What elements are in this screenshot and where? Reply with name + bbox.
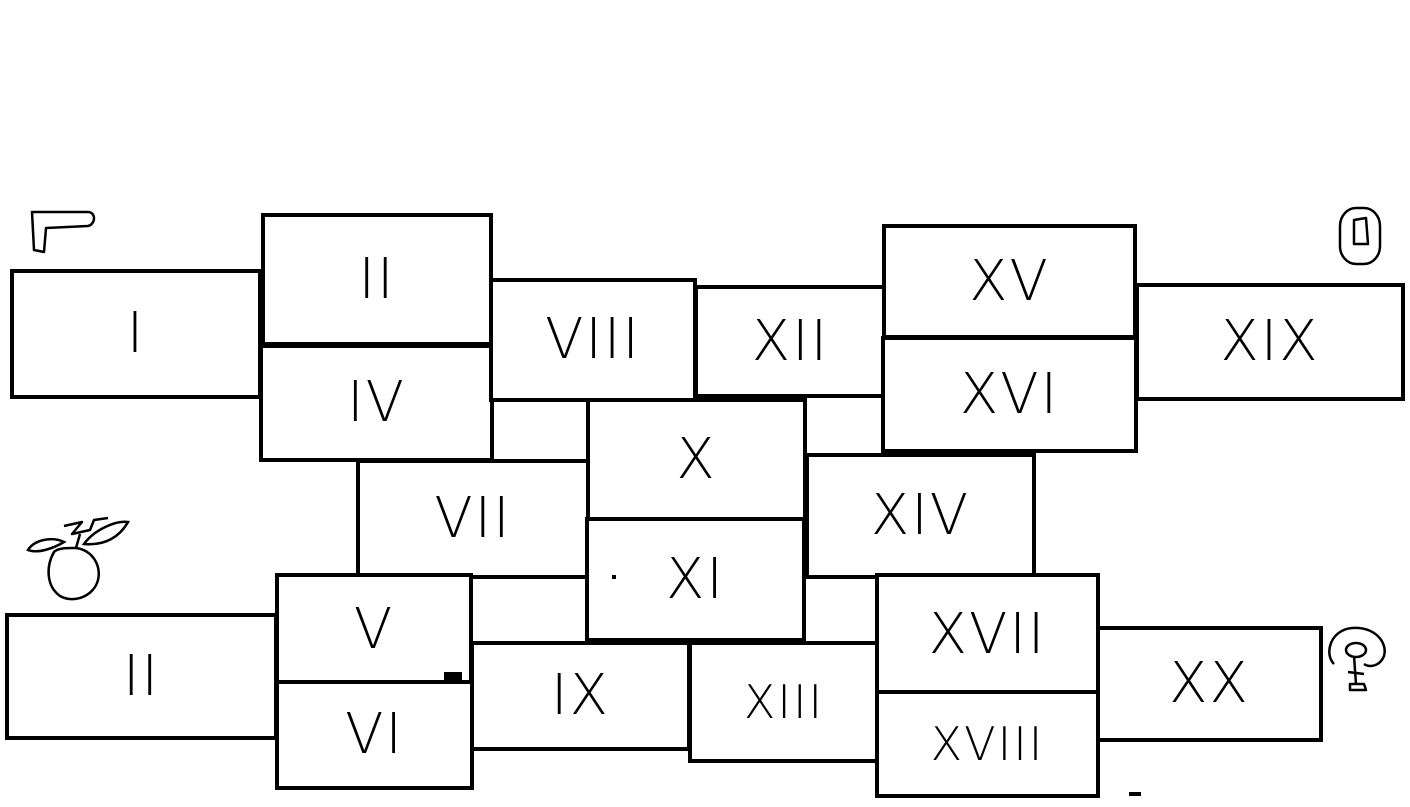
box-vi: VI [275,680,474,790]
box-label: X [676,426,717,492]
box-xiv: XIV [805,453,1036,579]
box-ix: IX [470,641,691,751]
box-xv: XV [882,224,1137,339]
vase-icon [1336,204,1388,268]
box-xvii: XVII [875,573,1100,696]
box-label: VI [345,702,404,767]
box-label: XI [666,546,725,612]
box-label: XIX [1220,309,1320,374]
box-viii: VIII [489,278,697,402]
box-x: X [586,398,807,521]
marker-dash [1129,792,1141,796]
box-label: XVI [959,361,1060,427]
box-v: V [275,573,473,686]
box-label: VII [434,486,512,551]
box-label: XIII [743,675,825,729]
box-xvi: XVI [881,336,1138,453]
box-i: I [10,269,262,399]
box-label: XVII [928,601,1047,667]
potted-plant-icon [24,512,136,606]
box-label: VIII [545,307,641,372]
box-xix: XIX [1135,283,1405,401]
flag-icon [26,204,102,256]
box-ii: II [261,213,493,346]
box-label: XVIII [930,717,1045,771]
marker-dot [612,575,616,579]
box-label: IX [551,663,610,728]
box-iii: II [5,613,278,740]
marker-square [444,672,462,682]
box-label: IV [347,370,406,435]
box-xx: XX [1096,626,1323,742]
box-xviii: XVIII [875,690,1100,798]
box-label: XII [751,308,830,374]
box-xii: XII [694,285,887,398]
box-label: V [353,596,395,662]
box-label: XX [1169,651,1250,716]
box-xi: XI [585,517,806,642]
box-label: I [126,301,146,366]
lamp-icon [1324,622,1390,696]
box-xiii: XIII [688,641,880,763]
box-label: II [122,643,161,709]
box-iv: IV [259,344,494,462]
box-label: II [358,246,396,312]
box-label: XV [969,248,1050,314]
box-label: XIV [870,483,971,548]
box-vii: VII [356,459,590,579]
